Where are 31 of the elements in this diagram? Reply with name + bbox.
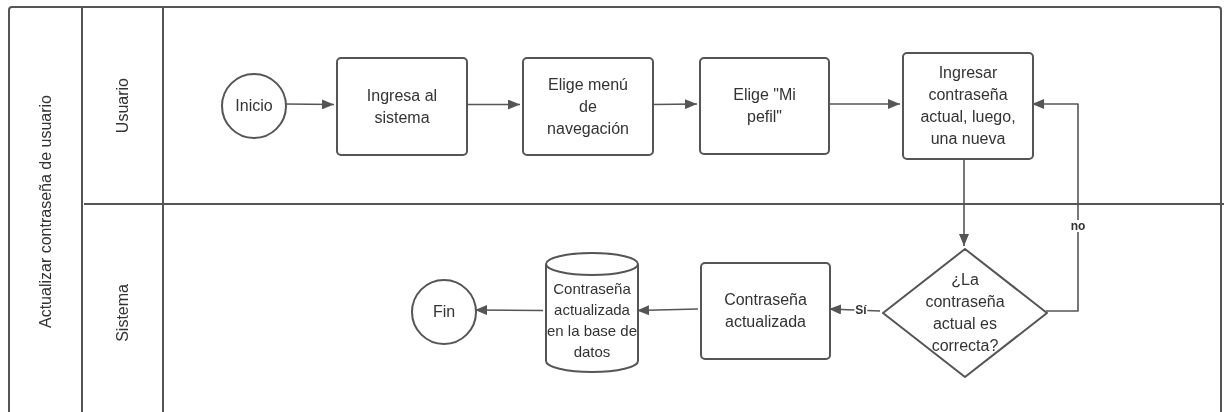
node-label: Inicio — [235, 96, 273, 116]
node-label: Ingresa al sistema — [365, 85, 439, 128]
edge-label: no — [1069, 220, 1087, 232]
process-box — [336, 57, 468, 156]
database-cylinder — [545, 252, 639, 373]
node-label: Usuario — [113, 77, 132, 134]
node-label: ¿La contraseña actual es correcta? — [924, 270, 1006, 356]
process-box — [902, 52, 1034, 160]
node-label: Elige menú de navegación — [547, 74, 629, 139]
decision-diamond — [882, 248, 1048, 378]
arrow — [465, 99, 521, 110]
arrow — [474, 305, 544, 316]
arrow — [284, 99, 335, 110]
arrow — [636, 305, 699, 316]
arrow — [827, 99, 901, 109]
pool — [8, 6, 1222, 412]
process-box — [700, 262, 831, 360]
node-label: Ingresar contraseña actual, luego, una nueva — [919, 63, 1017, 149]
node-label: Actualizar contraseña de usuario — [35, 95, 55, 329]
process-box — [522, 57, 654, 156]
arrow — [651, 99, 698, 110]
node-label: Elige "Mi pefil" — [732, 85, 797, 127]
swimlane — [84, 8, 1224, 205]
node-label: Contraseña actualizada en la base de datos — [545, 278, 639, 362]
arrow — [959, 157, 969, 247]
process-box — [699, 57, 830, 155]
node-label: Contraseña actualizada — [723, 290, 808, 332]
arrow — [1031, 99, 1079, 312]
node-label: Fin — [432, 302, 456, 322]
node-label: Sistema — [113, 283, 132, 342]
edge-label: Sí — [854, 304, 868, 316]
